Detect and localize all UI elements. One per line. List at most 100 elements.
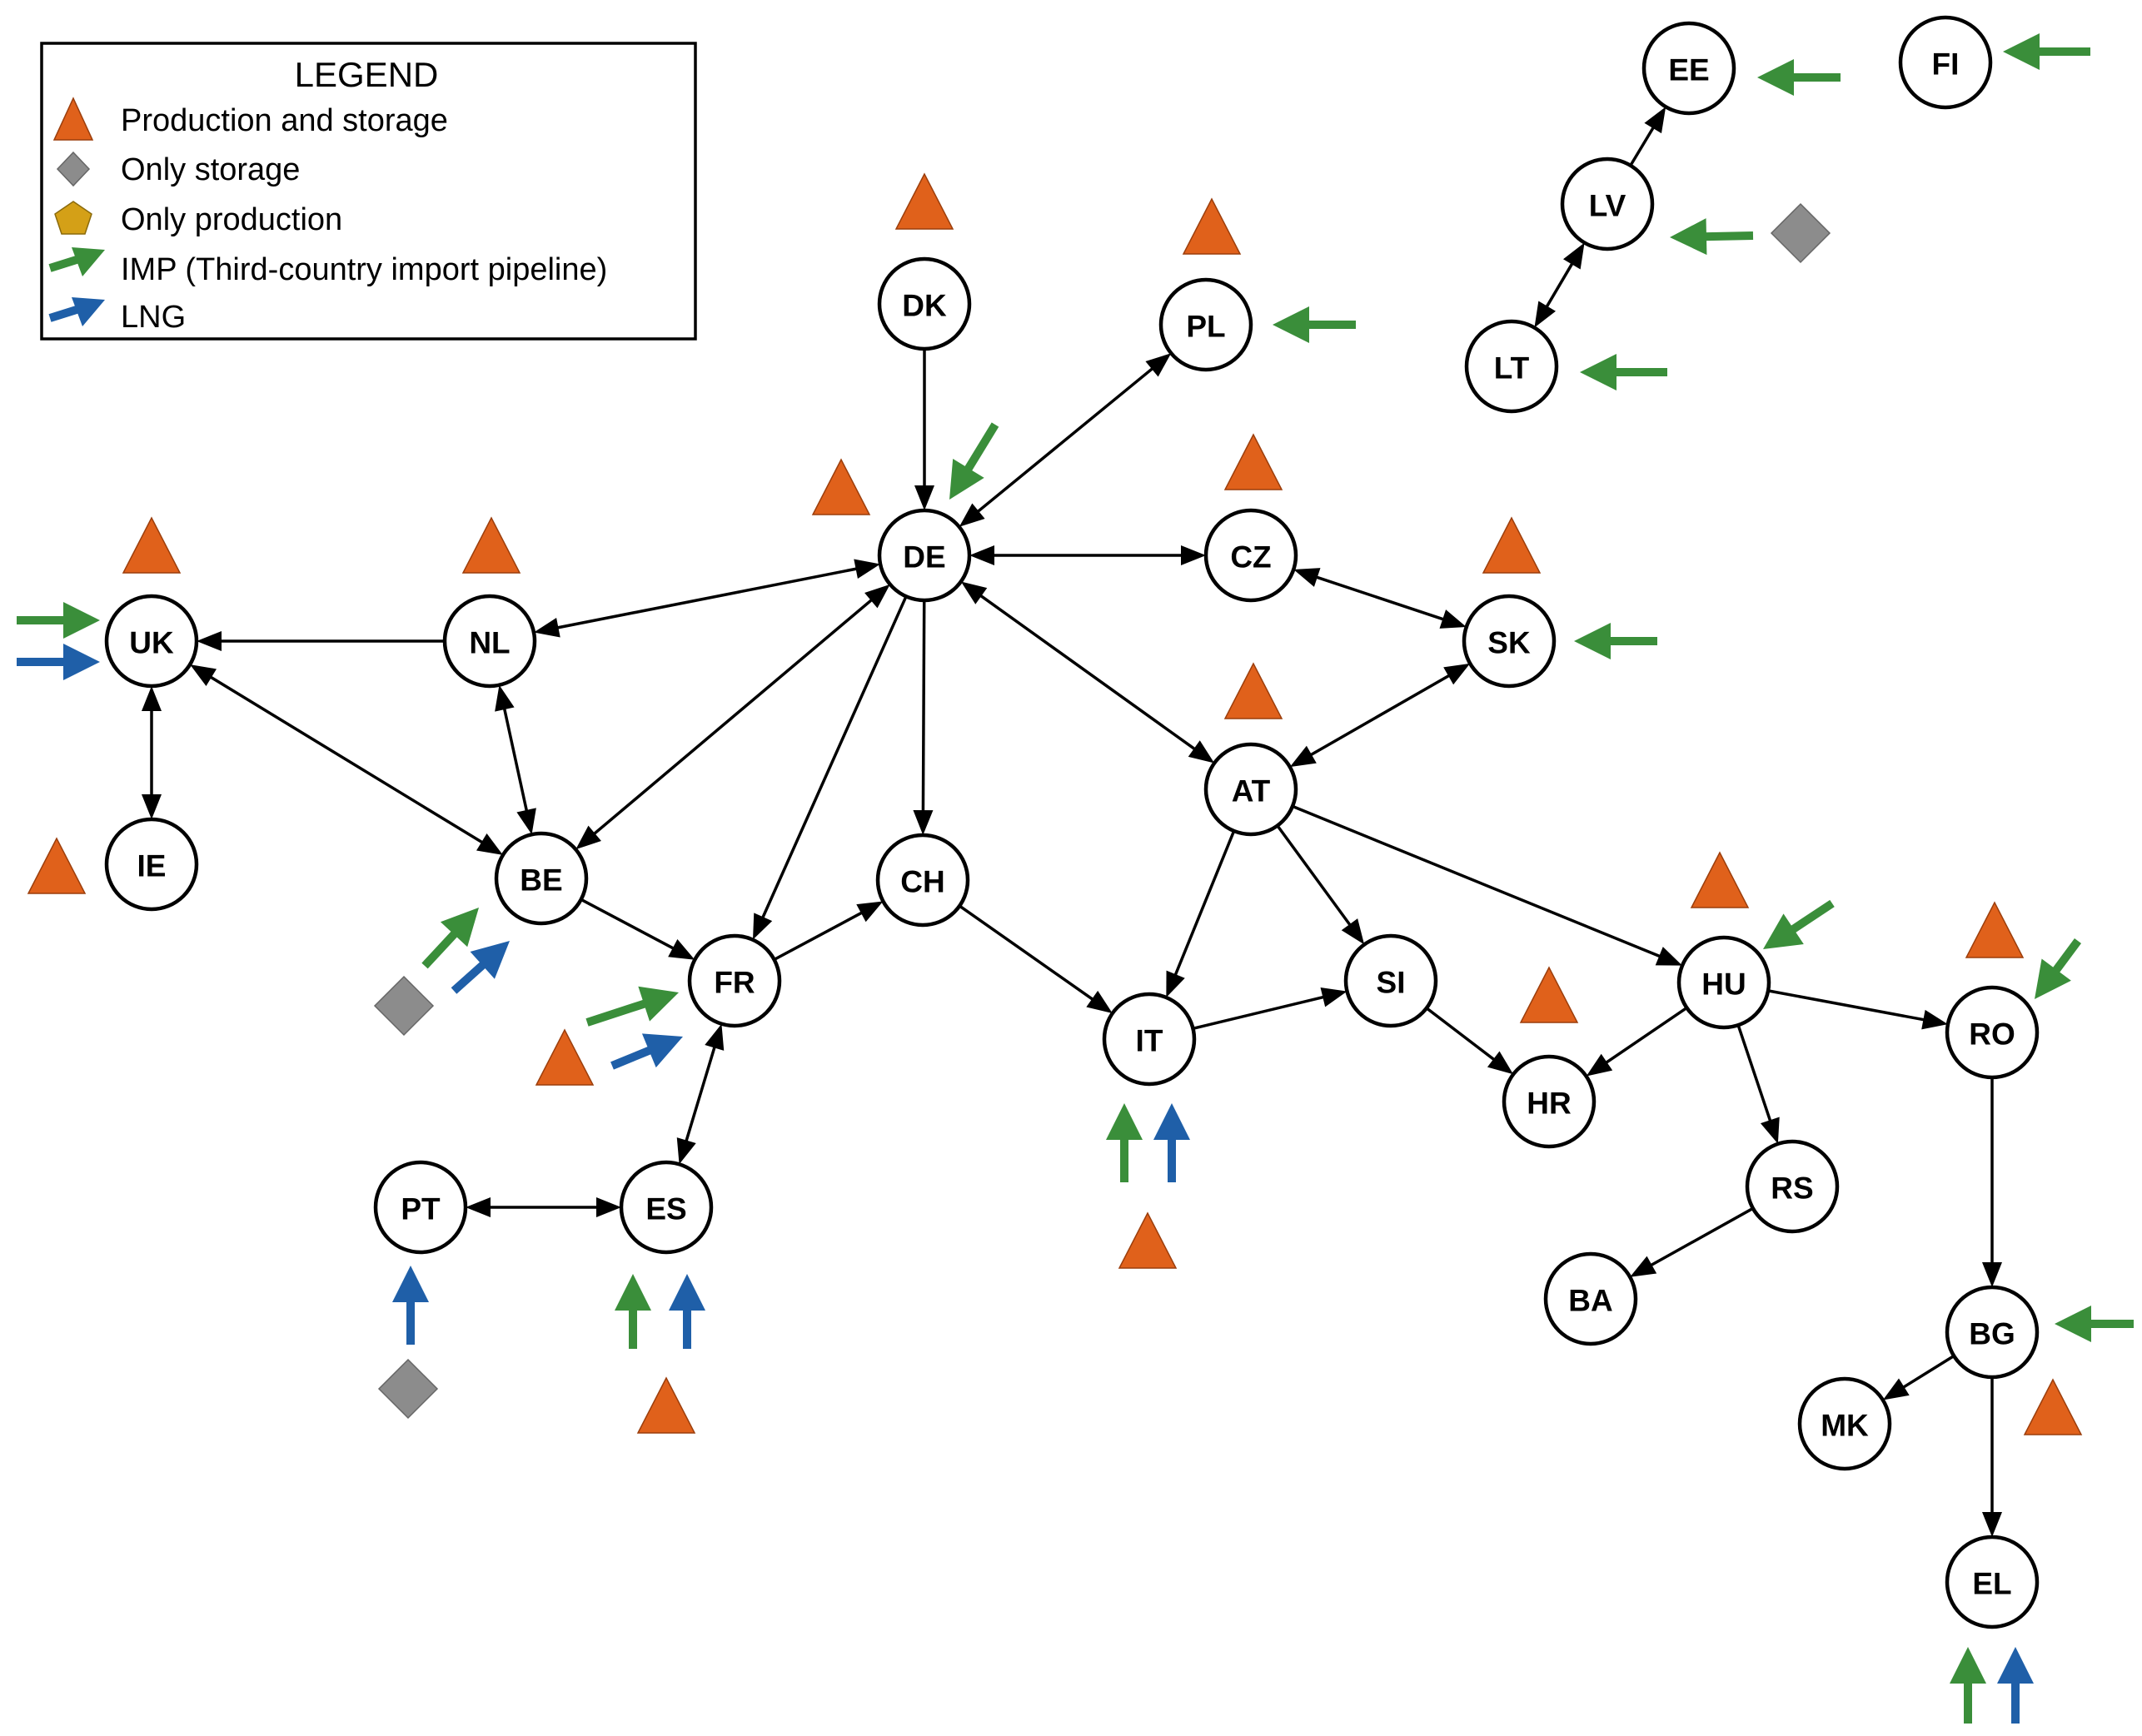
production-storage-triangle-nl: [461, 516, 521, 574]
node-pl: PL: [1158, 277, 1253, 372]
node-label-mk: MK: [1821, 1409, 1869, 1443]
node-label-lv: LV: [1589, 189, 1626, 223]
node-label-bg: BG: [1969, 1317, 2015, 1351]
production-storage-triangle-es: [636, 1376, 696, 1434]
node-label-es: ES: [645, 1192, 686, 1226]
node-es: ES: [619, 1160, 714, 1255]
node-label-ba: BA: [1568, 1284, 1612, 1318]
imp-arrow-sk: [1574, 623, 1657, 659]
edge-uk-be: [190, 664, 503, 855]
edge-hu-ro: [1767, 989, 1948, 1030]
edge-bg-el: [1982, 1377, 2002, 1537]
node-rs: RS: [1745, 1139, 1840, 1234]
legend-triangle-icon: [52, 97, 94, 141]
node-si: SI: [1343, 933, 1438, 1028]
edge-sk-at: [1289, 663, 1471, 768]
only-storage-diamond-lv: [1770, 202, 1831, 264]
node-label-ie: IE: [137, 849, 167, 883]
imp-arrow-bg: [2055, 1306, 2134, 1342]
edge-fr-ch: [773, 901, 884, 962]
edge-de-pl: [959, 353, 1172, 527]
node-ba: BA: [1543, 1251, 1638, 1346]
edge-bg-mk: [1882, 1355, 1955, 1400]
node-label-uk: UK: [129, 626, 174, 660]
edges: [142, 107, 2002, 1537]
node-label-dk: DK: [902, 289, 947, 323]
imp-arrow-it: [1106, 1103, 1143, 1182]
production-storage-triangle-it: [1118, 1211, 1178, 1269]
production-storage-triangle-cz: [1223, 433, 1283, 490]
edge-si-hr: [1425, 1007, 1514, 1075]
edge-de-ch: [913, 599, 934, 836]
edge-de-be: [575, 584, 890, 850]
node-pt: PT: [373, 1160, 468, 1255]
edge-de-nl: [533, 559, 881, 638]
node-lt: LT: [1464, 319, 1559, 414]
node-label-it: IT: [1136, 1024, 1163, 1058]
node-label-pl: PL: [1186, 310, 1225, 344]
legend-label-production-storage: Production and storage: [121, 103, 448, 138]
imp-arrow-el: [1950, 1647, 1986, 1724]
production-storage-triangle-ie: [27, 837, 87, 894]
node-nl: NL: [442, 594, 537, 689]
node-sk: SK: [1462, 594, 1557, 689]
node-hu: HU: [1676, 935, 1771, 1030]
production-storage-triangle-ro: [1965, 901, 2025, 958]
production-storage-triangle-hu: [1690, 851, 1750, 908]
lng-arrow-es: [669, 1274, 705, 1349]
lng-arrow-it: [1153, 1103, 1190, 1182]
legend-imp-arrow-icon: [48, 247, 105, 276]
node-label-ch: CH: [900, 865, 944, 899]
imp-arrow-de: [949, 422, 999, 500]
edge-ch-it: [959, 904, 1113, 1013]
node-it: IT: [1102, 992, 1197, 1087]
production-storage-triangle-at: [1223, 662, 1283, 719]
legend-diamond-icon: [56, 151, 91, 187]
node-label-ee: EE: [1668, 53, 1709, 87]
production-storage-triangle-pl: [1182, 197, 1242, 255]
node-label-de: DE: [903, 540, 945, 575]
node-bg: BG: [1945, 1285, 2040, 1380]
edge-at-hu: [1292, 804, 1683, 966]
edge-be-fr: [580, 898, 695, 960]
production-storage-triangle-hr: [1519, 966, 1579, 1023]
edge-it-si: [1193, 987, 1347, 1031]
edge-rs-ba: [1630, 1206, 1754, 1277]
edge-hu-rs: [1736, 1024, 1780, 1144]
imp-arrow-uk: [17, 602, 100, 639]
node-lv: LV: [1560, 157, 1655, 251]
edge-de-cz: [969, 545, 1206, 565]
imp-arrow-pl: [1273, 306, 1356, 343]
legend: LEGEND Production and storage Only stora…: [40, 42, 697, 341]
node-label-hr: HR: [1527, 1087, 1571, 1121]
node-be: BE: [494, 831, 589, 926]
only-storage-diamond-be: [373, 975, 435, 1037]
node-label-at: AT: [1232, 774, 1271, 808]
edge-lt-lv: [1534, 242, 1585, 328]
edge-at-si: [1276, 824, 1365, 945]
node-label-lt: LT: [1494, 351, 1530, 386]
node-de: DE: [877, 508, 972, 603]
lng-arrow-pt: [392, 1266, 429, 1345]
production-storage-triangle-bg: [2023, 1378, 2083, 1435]
imp-arrow-fi: [2003, 33, 2090, 70]
node-label-fi: FI: [1932, 47, 1960, 82]
node-fi: FI: [1898, 15, 1993, 110]
legend-label-only-production: Only production: [121, 202, 342, 237]
imp-arrow-lv: [1670, 218, 1754, 256]
node-fr: FR: [687, 933, 782, 1028]
legend-title: LEGEND: [295, 55, 439, 94]
production-storage-triangle-uk: [122, 516, 182, 574]
legend-pentagon-icon: [54, 201, 92, 235]
edge-de-fr: [753, 595, 908, 940]
imp-arrow-ro: [2035, 938, 2082, 999]
imp-arrow-be: [421, 908, 479, 969]
facility-symbols: [27, 172, 2083, 1435]
node-label-si: SI: [1377, 966, 1406, 1000]
legend-label-only-storage: Only storage: [121, 152, 300, 187]
legend-label-lng: LNG: [121, 300, 186, 335]
node-ch: CH: [875, 833, 970, 928]
node-at: AT: [1203, 742, 1298, 837]
production-storage-triangle-sk: [1482, 516, 1542, 574]
legend-box: [40, 42, 697, 341]
